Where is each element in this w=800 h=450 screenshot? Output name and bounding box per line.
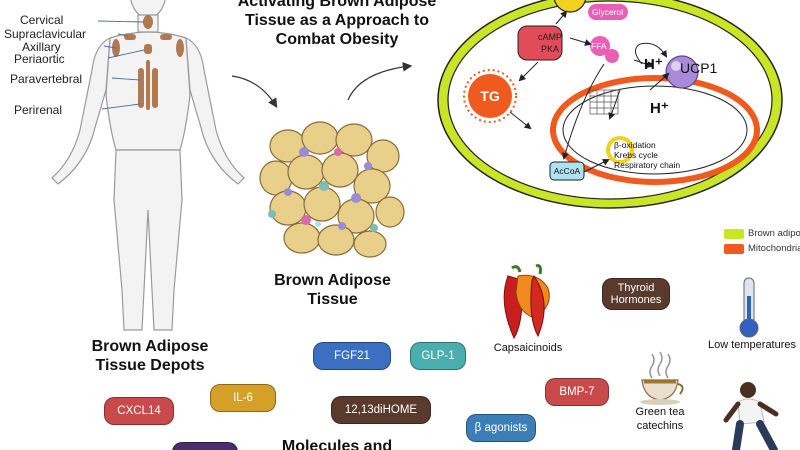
runner-icon	[723, 382, 779, 450]
depot-cervical: Cervical	[20, 13, 64, 27]
depot-paravertebral: Paravertebral	[10, 72, 83, 86]
cxcl14-label: CXCL14	[117, 405, 161, 417]
legend-swatch-brown-adipocyte	[724, 229, 744, 239]
molecule-cxcl14: CXCL14	[104, 397, 174, 425]
molecule-il6: IL-6	[210, 384, 276, 412]
molecule-fgf21: FGF21	[313, 342, 391, 370]
ucp1-label: UCP1	[680, 60, 718, 76]
bmp7-label: BMP-7	[559, 386, 595, 398]
molecule-glp1: GLP-1	[410, 342, 466, 370]
activator-thyroid-hormones: Thyroid Hormones	[602, 278, 670, 310]
legend-swatch-mitochondria	[724, 244, 744, 254]
glp1-label: GLP-1	[421, 350, 455, 362]
depots-title: Brown Adipose Tissue Depots	[91, 338, 209, 375]
beta-agonists-label: β agonists	[474, 422, 528, 434]
il6-label: IL-6	[233, 392, 253, 404]
accoa-label: AcCoA	[553, 166, 581, 176]
pka-label: PKA	[540, 44, 559, 54]
camp-label: cAMP	[537, 32, 562, 42]
legend-label-mitochondria: Mitochondria	[748, 243, 800, 254]
glycerol-label: Glycerol	[592, 7, 624, 17]
molecules-title: Molecules and	[281, 438, 393, 450]
tg-label: TG	[480, 88, 500, 104]
legend-label-brown-adipocyte: Brown adipocyte	[748, 228, 800, 239]
thyroid-hormones-label: Thyroid Hormones	[610, 281, 662, 306]
1213dihome-label: 12,13diHOME	[344, 404, 418, 416]
activator-capsaicinoids-label: Capsaicinoids	[493, 342, 563, 354]
ffa-label: FFA	[591, 41, 607, 51]
tea-cup-icon	[640, 351, 684, 405]
fgf21-label: FGF21	[334, 350, 370, 362]
depot-axillary: Axillary	[22, 40, 61, 54]
brown-adipocyte-diagram	[437, 0, 783, 209]
activator-low-temperatures-label: Low temperatures	[707, 339, 797, 351]
depot-supraclavicular: Supraclavicular	[4, 27, 87, 41]
depot-periaortic: Periaortic	[14, 52, 65, 66]
h-plus-top-label: H⁺	[644, 56, 663, 73]
tissue-label: Brown Adipose Tissue	[274, 272, 391, 309]
human-body-figure	[51, 0, 245, 331]
molecule-beta-agonists: β agonists	[466, 414, 536, 442]
process-krebs-cycle: Krebs cycle	[614, 150, 658, 160]
depot-perirenal: Perirenal	[14, 103, 63, 117]
thermometer-icon	[739, 277, 759, 338]
h-plus-bottom-label: H⁺	[650, 100, 669, 117]
molecule-1213dihome: 12,13diHOME	[331, 396, 431, 424]
brown-adipose-tissue-illustration	[259, 121, 405, 258]
process-respiratory-chain: Respiratory chain	[614, 160, 681, 170]
main-title: Activating Brown Adipose Tissue as a App…	[237, 0, 437, 49]
process-beta-oxidation: β-oxidation	[614, 140, 656, 150]
molecule-unlabeled-pill	[172, 442, 238, 450]
activator-green-tea-label: Green tea catechins	[635, 406, 685, 432]
activator-bmp7: BMP-7	[545, 378, 609, 406]
chili-pepper-icon	[503, 264, 550, 340]
